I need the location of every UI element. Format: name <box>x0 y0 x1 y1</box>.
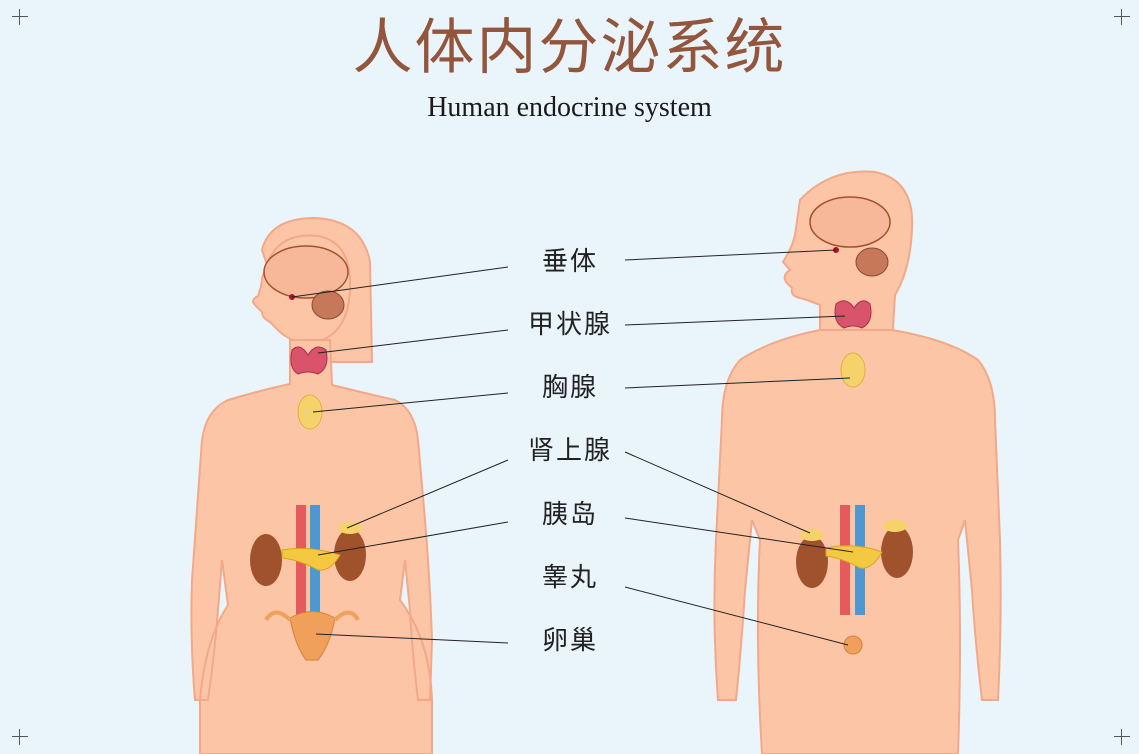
male-thymus <box>840 352 866 388</box>
male-cerebellum <box>855 247 889 277</box>
corner-mark <box>12 9 28 25</box>
label-ovary: 卵巢 <box>541 626 598 656</box>
label-thyroid: 甲状腺 <box>527 310 612 340</box>
male-organs <box>796 196 913 655</box>
female-thymus <box>297 394 323 430</box>
male-thyroid <box>834 300 872 329</box>
line-female-adrenal <box>346 459 509 529</box>
male-kidney-right <box>881 526 913 578</box>
line-female-pituitary <box>291 266 509 298</box>
label-thymus: 胸腺 <box>541 373 598 403</box>
female-brain <box>263 245 349 299</box>
page-subtitle: Human endocrine system <box>427 92 712 123</box>
line-female-thymus <box>312 392 509 413</box>
female-thyroid <box>290 346 328 375</box>
line-male-adrenal <box>624 451 811 534</box>
line-male-thymus <box>624 377 851 389</box>
female-fallopian <box>264 610 360 622</box>
leader-lines <box>291 249 854 646</box>
line-male-testis <box>624 586 849 646</box>
line-male-thyroid <box>624 315 846 326</box>
label-adrenal: 肾上腺 <box>527 436 612 466</box>
corner-mark <box>12 729 28 745</box>
label-pancreatic-islets: 胰岛 <box>541 500 598 530</box>
female-adrenal <box>338 522 362 534</box>
male-brain <box>809 196 891 248</box>
female-cerebellum <box>311 290 345 320</box>
label-pituitary: 垂体 <box>541 247 598 277</box>
male-adrenal-right <box>883 520 907 532</box>
female-uterus <box>289 611 336 661</box>
line-female-pancreas <box>317 521 509 556</box>
male-kidney-left <box>796 536 828 588</box>
line-female-thyroid <box>317 329 509 354</box>
female-kidney-right <box>334 529 366 581</box>
male-testes <box>843 635 863 655</box>
page-title: 人体内分泌系统 <box>352 13 787 83</box>
line-male-pancreas <box>624 517 854 553</box>
male-adrenal <box>800 529 824 541</box>
line-female-ovary <box>315 633 509 644</box>
label-testis: 睾丸 <box>541 563 598 593</box>
male-pancreas <box>825 545 883 569</box>
corner-mark <box>1114 9 1130 25</box>
line-male-pituitary <box>624 249 837 261</box>
female-organs <box>250 245 366 661</box>
female-kidney-left <box>250 534 282 586</box>
corner-mark <box>1114 729 1130 745</box>
